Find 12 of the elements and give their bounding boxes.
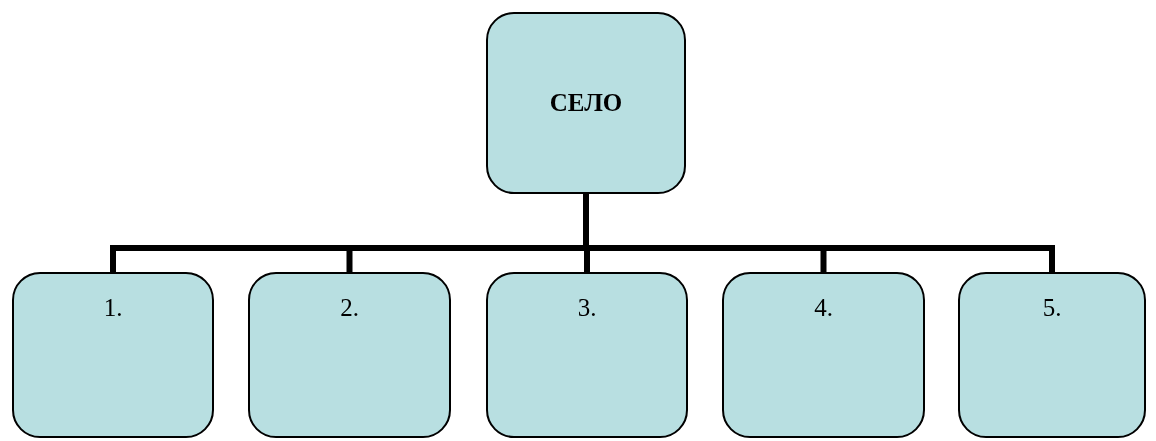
box-label: 4.: [814, 293, 833, 323]
box-label: СЕЛО: [549, 88, 623, 119]
rounded-box: [958, 272, 1146, 438]
rounded-box: [248, 272, 451, 438]
box-label: 2.: [340, 293, 359, 323]
rounded-box: [12, 272, 214, 438]
rounded-box: [722, 272, 925, 438]
box-label: 1.: [103, 293, 123, 323]
box-label: 3.: [577, 293, 597, 323]
box-label: 5.: [1042, 293, 1062, 323]
rounded-box: [486, 272, 688, 438]
rounded-box: [486, 12, 686, 194]
